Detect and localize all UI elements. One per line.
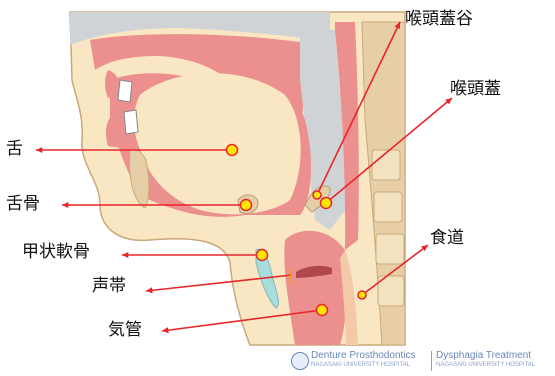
vertebra-2	[374, 192, 402, 222]
label-esophagus: 食道	[430, 230, 464, 247]
footer-left-sub: NAGASAKI UNIVERSITY HOSPITAL	[311, 362, 410, 368]
marker-tongue	[227, 145, 238, 156]
label-vocal-cords: 声帯	[92, 278, 126, 295]
label-thyroid-cartilage: 甲状軟骨	[22, 244, 90, 261]
label-trachea: 気管	[108, 322, 142, 339]
bracket-vocal-cords: {	[286, 266, 296, 285]
arrowhead-tongue	[36, 147, 42, 153]
footer-logo: Denture Prosthodontics NAGASAKI UNIVERSI…	[291, 349, 553, 373]
arrowhead-hyoid	[62, 202, 68, 208]
label-epiglottis: 喉頭蓋	[450, 81, 501, 98]
logo-icon	[291, 352, 309, 370]
label-tongue: 舌	[6, 141, 23, 158]
footer-left-title: Denture Prosthodontics	[311, 350, 416, 361]
vertebra-3	[376, 234, 404, 264]
marker-trachea	[317, 305, 328, 316]
marker-esophagus	[358, 291, 366, 299]
label-hyoid: 舌骨	[6, 196, 40, 213]
arrowhead-thyroid-cartilage	[122, 252, 128, 258]
upper-teeth	[118, 80, 132, 102]
footer-divider	[431, 351, 432, 371]
vertebra-1	[372, 150, 400, 180]
marker-hyoid	[241, 200, 252, 211]
marker-thyroid-cartilage	[257, 250, 268, 261]
larynx	[284, 231, 347, 345]
marker-epiglottis	[321, 198, 332, 209]
label-vallecula: 喉頭蓋谷	[405, 11, 473, 28]
lower-teeth	[124, 110, 138, 134]
footer-right-sub: NAGASAKI UNIVERSITY HOSPITAL	[436, 362, 535, 368]
footer-right-title: Dysphagia Treatment	[436, 350, 531, 361]
marker-vallecula	[313, 191, 321, 199]
